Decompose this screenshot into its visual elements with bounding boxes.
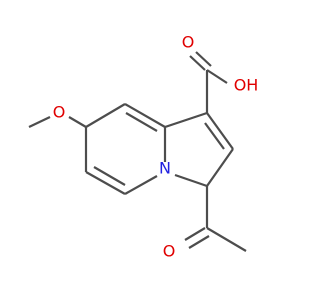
bond-c3-n <box>174 173 208 188</box>
bond-cacid-o-double-b <box>195 51 212 67</box>
bond-c1-c2-inner <box>204 122 225 150</box>
bond-cacetyl-o-double-b <box>188 235 210 249</box>
bond-c8a-c8-inner <box>125 112 158 132</box>
bond-c5-n <box>124 175 158 195</box>
bond-c8a-c1 <box>164 111 208 129</box>
bond-c7-o <box>68 116 87 128</box>
bond-c8a-c8 <box>124 103 166 128</box>
bond-layer <box>28 51 247 252</box>
ring-nitrogen-label: N <box>159 159 171 178</box>
acid-hydroxyl-label: OH <box>234 76 259 95</box>
label-layer: O OH O N O <box>53 33 259 261</box>
bond-o-methyl <box>28 116 51 128</box>
bond-cacetyl-methyl <box>206 227 247 252</box>
methoxy-oxygen-label: O <box>53 103 66 122</box>
bond-c8-c7 <box>85 103 126 128</box>
bond-cacid-o-double-a <box>189 55 206 71</box>
bond-c6-c5 <box>85 171 126 195</box>
acetyl-oxygen-label: O <box>163 242 176 261</box>
molecule-structure: O OH O N O <box>28 33 259 261</box>
bond-c6-c5-inner <box>93 166 126 186</box>
bond-c1-c2 <box>206 112 234 150</box>
molecule-canvas: O OH O N O <box>28 32 259 261</box>
acid-carbonyl-oxygen-label: O <box>182 33 195 52</box>
bond-cacid-oh <box>206 69 228 84</box>
bond-c2-c3 <box>206 148 234 187</box>
bond-cacetyl-o-double-a <box>184 227 206 241</box>
